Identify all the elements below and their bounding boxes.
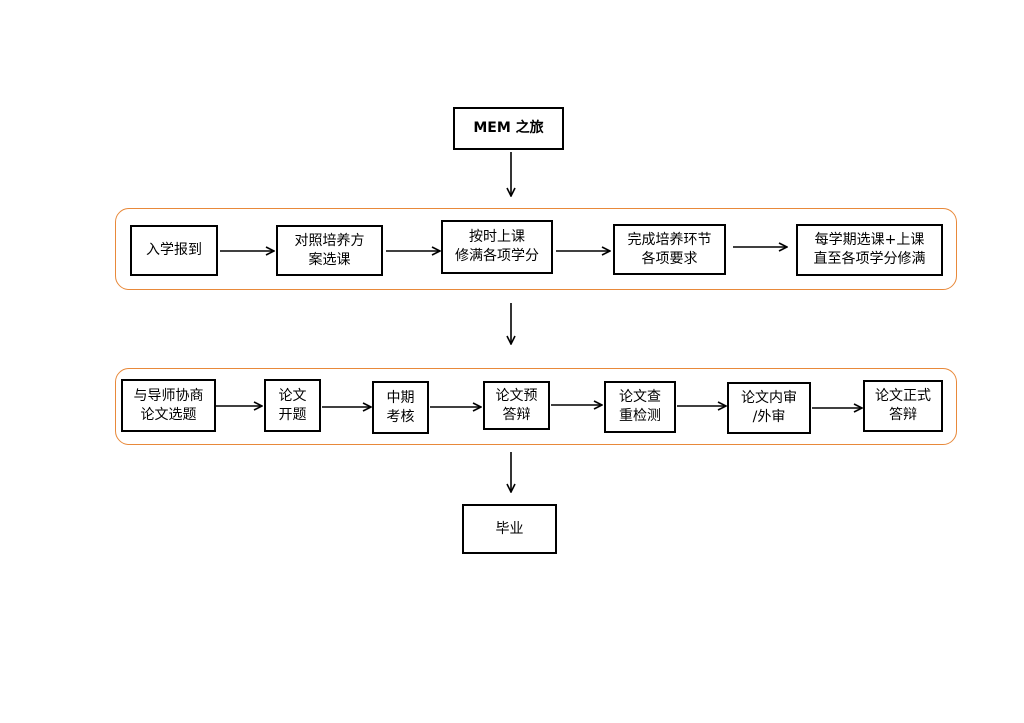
step-label: 考核 bbox=[386, 408, 415, 425]
step-label: 论文正式 bbox=[875, 388, 931, 404]
step-label: 中期 bbox=[386, 389, 415, 406]
step-label: 与导师协商 bbox=[133, 387, 204, 404]
stage-1-group bbox=[115, 208, 957, 290]
stage-2-group bbox=[115, 368, 957, 445]
step-complete-credits: 每学期选课+上课 直至各项学分修满 bbox=[796, 224, 943, 276]
step-label: 论文查 bbox=[619, 389, 661, 405]
step-course-selection: 对照培养方 案选课 bbox=[276, 225, 383, 276]
step-enrollment: 入学报到 bbox=[130, 225, 218, 276]
step-pre-defense: 论文预 答辩 bbox=[483, 381, 550, 430]
step-label: 案选课 bbox=[308, 251, 351, 268]
start-node-label: MEM 之旅 bbox=[473, 120, 544, 136]
step-training-requirements: 完成培养环节 各项要求 bbox=[613, 224, 726, 275]
end-node-label: 毕业 bbox=[495, 520, 524, 537]
step-label: 论文选题 bbox=[140, 406, 197, 423]
step-midterm-review: 中期 考核 bbox=[372, 381, 429, 434]
step-label: 论文 bbox=[278, 387, 307, 404]
step-thesis-review: 论文内审 /外审 bbox=[727, 382, 811, 434]
step-label: 对照培养方 bbox=[294, 232, 365, 249]
step-plagiarism-check: 论文查 重检测 bbox=[604, 381, 676, 433]
step-final-defense: 论文正式 答辩 bbox=[863, 380, 943, 432]
start-node: MEM 之旅 bbox=[453, 107, 564, 150]
step-attend-classes: 按时上课 修满各项学分 bbox=[441, 220, 553, 274]
step-label: 各项要求 bbox=[641, 250, 698, 267]
step-label: 论文内审 bbox=[741, 390, 797, 406]
end-node: 毕业 bbox=[462, 504, 557, 554]
step-thesis-topic: 与导师协商 论文选题 bbox=[121, 379, 216, 432]
step-label: 按时上课 bbox=[469, 229, 525, 245]
step-label: 修满各项学分 bbox=[455, 248, 539, 264]
step-label: 答辩 bbox=[889, 407, 917, 423]
step-label: 论文预 bbox=[495, 387, 538, 404]
step-label: 重检测 bbox=[619, 408, 661, 424]
step-label: 每学期选课+上课 bbox=[814, 232, 925, 248]
step-label: 入学报到 bbox=[146, 242, 202, 258]
step-label: 开题 bbox=[278, 406, 307, 423]
step-label: 完成培养环节 bbox=[627, 231, 712, 248]
step-label: 答辩 bbox=[502, 406, 531, 423]
step-label: /外审 bbox=[752, 409, 786, 425]
step-label: 直至各项学分修满 bbox=[813, 251, 926, 267]
step-thesis-proposal: 论文 开题 bbox=[264, 379, 321, 432]
